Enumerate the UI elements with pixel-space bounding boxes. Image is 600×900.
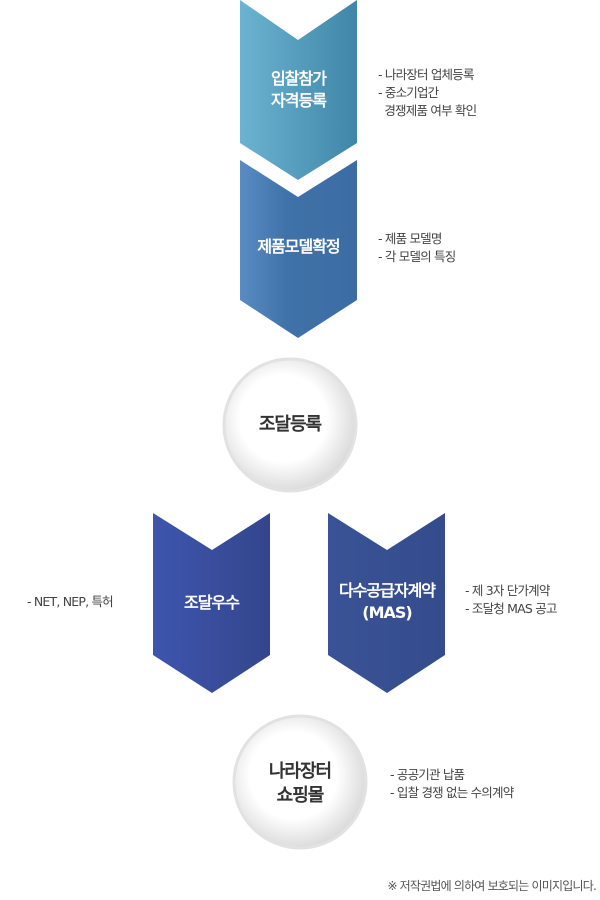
step1-label: 입찰참가 자격등록 [240, 68, 357, 112]
step5-label: 다수공급자계약 (MAS) [322, 580, 452, 624]
note-line: - 입찰 경쟁 없는 수의계약 [390, 785, 514, 800]
note-line: - 공공기관 납품 [390, 767, 465, 782]
step1-label-line: 입찰참가 [271, 69, 327, 88]
note-line: - 제품 모델명 [378, 231, 442, 246]
step6-notes: - 공공기관 납품 - 입찰 경쟁 없는 수의계약 [390, 766, 514, 802]
note-line: - 제 3자 단가계약 [465, 583, 550, 598]
step1-chevron [240, 0, 357, 180]
step3-circle [222, 357, 358, 493]
step5-notes: - 제 3자 단가계약 - 조달청 MAS 공고 [465, 582, 557, 618]
note-line: - NET, NEP, 특허 [27, 594, 114, 609]
note-line: - 조달청 MAS 공고 [465, 601, 557, 616]
step2-label-line: 제품모델확정 [257, 237, 340, 256]
note-line: - 중소기업간 [378, 85, 439, 100]
step4-chevron [153, 513, 270, 693]
step6-circle [232, 714, 368, 850]
step3-label-line: 조달등록 [258, 414, 322, 435]
step2-chevron [240, 160, 357, 338]
step6-label-line: 쇼핑몰 [276, 785, 325, 806]
step5-label-line: (MAS) [362, 603, 412, 622]
step5-chevron [328, 513, 445, 693]
step3-label: 조달등록 [224, 413, 356, 437]
step2-notes: - 제품 모델명 - 각 모델의 특징 [378, 230, 456, 266]
note-line: - 나라장터 업체등록 [378, 67, 474, 82]
step4-notes: - NET, NEP, 특허 [27, 593, 114, 611]
copyright-notice: ※ 저작권법에 의하여 보호되는 이미지입니다. [387, 879, 596, 893]
step2-label: 제품모델확정 [236, 236, 361, 258]
step6-label-line: 나라장터 [268, 761, 332, 782]
step4-label: 조달우수 [153, 592, 270, 614]
step6-label: 나라장터 쇼핑몰 [234, 760, 366, 808]
step5-label-line: 다수공급자계약 [338, 581, 436, 600]
step1-label-line: 자격등록 [271, 91, 327, 110]
step1-notes: - 나라장터 업체등록 - 중소기업간 경쟁제품 여부 확인 [378, 66, 477, 120]
note-line: - 각 모델의 특징 [378, 249, 456, 264]
note-line: 경쟁제품 여부 확인 [378, 103, 477, 118]
step4-label-line: 조달우수 [184, 593, 240, 612]
